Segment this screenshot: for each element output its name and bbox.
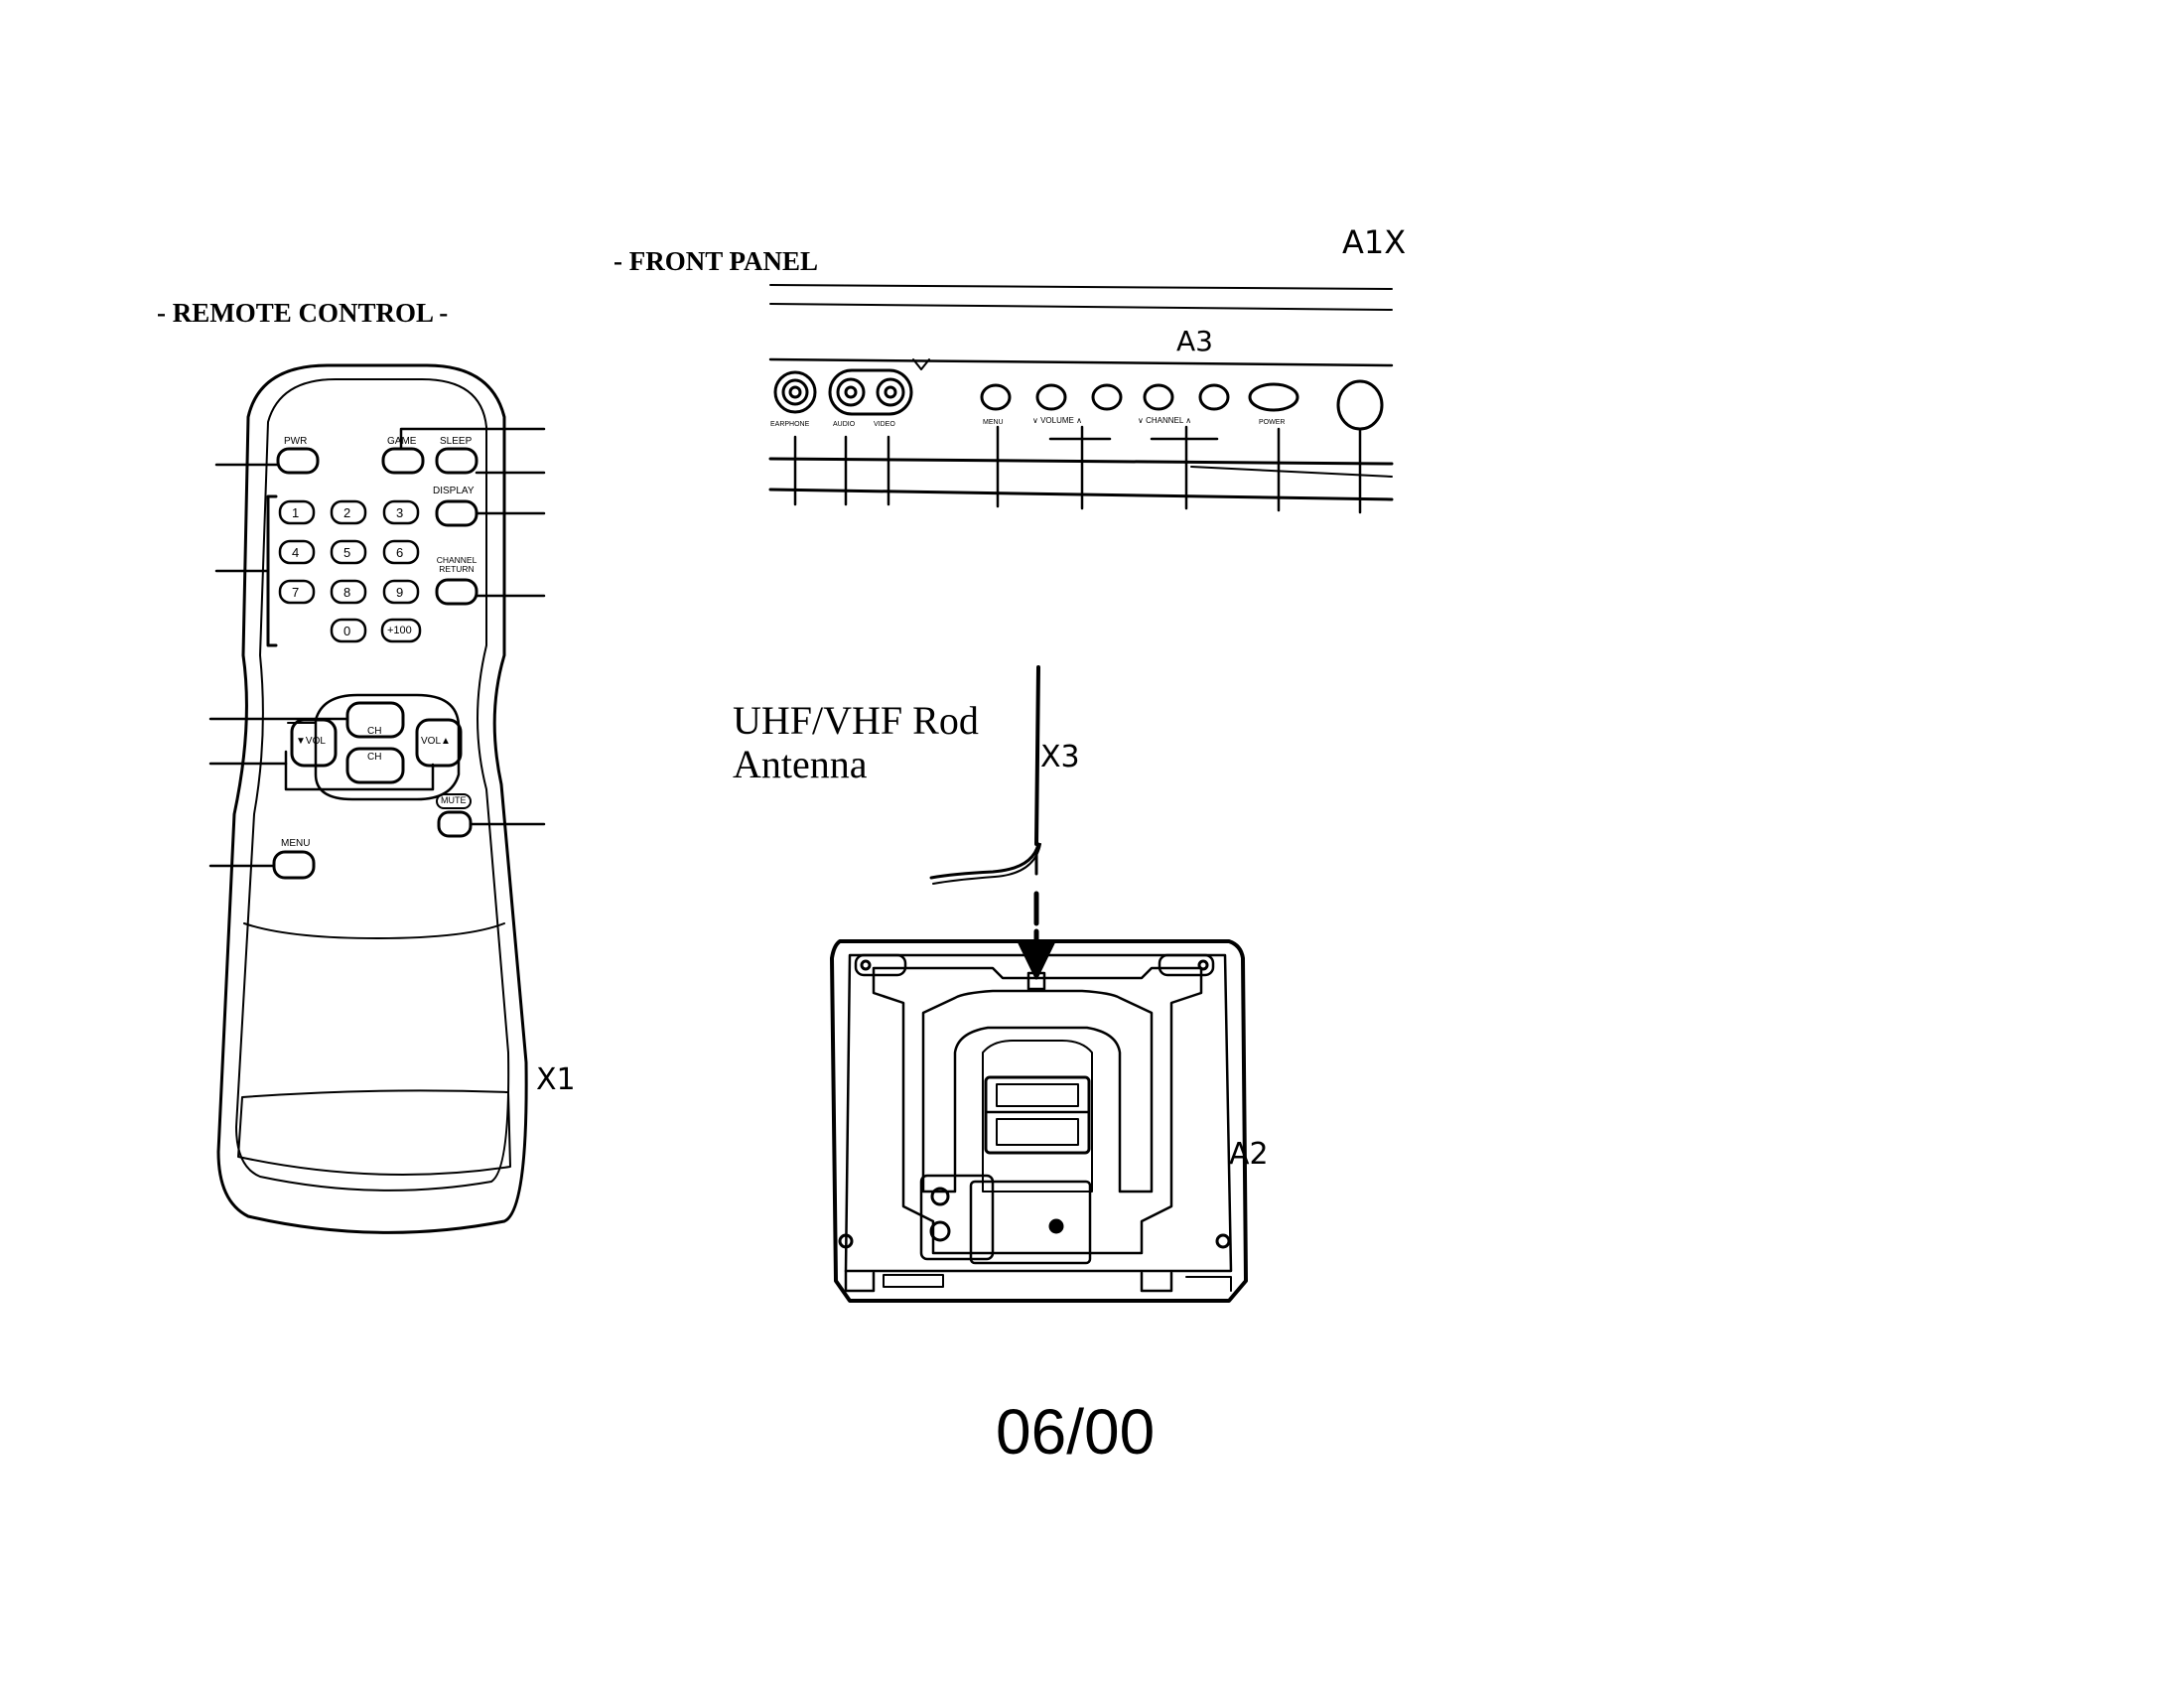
remote-callout-lines bbox=[208, 427, 546, 868]
part-label-a2: A2 bbox=[1229, 1137, 1269, 1172]
key-7-label: 7 bbox=[292, 585, 300, 600]
back-cabinet-drawing bbox=[830, 939, 1248, 1303]
part-label-a1x: A1X bbox=[1342, 223, 1407, 261]
key-8-label: 8 bbox=[343, 585, 351, 600]
part-label-a3: A3 bbox=[1176, 325, 1213, 357]
numeric-keypad bbox=[278, 499, 422, 643]
channel-return-button-label: CHANNEL RETURN bbox=[436, 555, 478, 574]
key-plus100-label: +100 bbox=[387, 625, 412, 636]
game-button-label: GAME bbox=[387, 436, 417, 447]
vol-up-button-label: VOL▲ bbox=[421, 736, 451, 747]
front-channel-label: ∨ CHANNEL ∧ bbox=[1138, 416, 1192, 425]
key-9-label: 9 bbox=[396, 585, 404, 600]
front-power-label: POWER bbox=[1259, 419, 1286, 426]
key-6-label: 6 bbox=[396, 545, 404, 560]
ch-up-button-label: CH bbox=[367, 726, 382, 737]
video-jack-label: VIDEO bbox=[874, 421, 895, 428]
key-0-label: 0 bbox=[343, 624, 351, 638]
key-2-label: 2 bbox=[343, 505, 351, 520]
front-panel-title: - FRONT PANEL bbox=[614, 246, 819, 276]
front-volume-label: ∨ VOLUME ∧ bbox=[1032, 416, 1082, 425]
vol-down-button-label: ▼VOL bbox=[296, 736, 326, 747]
pwr-button-label: PWR bbox=[284, 436, 308, 447]
part-label-x1: X1 bbox=[536, 1062, 576, 1097]
antenna-label-line1: UHF/VHF Rod bbox=[733, 698, 979, 743]
front-panel-drawing bbox=[768, 284, 1394, 514]
front-menu-label: MENU bbox=[983, 419, 1004, 426]
menu-button-label: MENU bbox=[281, 838, 311, 849]
part-label-x3: X3 bbox=[1040, 740, 1080, 774]
mute-button-label: MUTE bbox=[441, 795, 467, 805]
remote-control-title: - REMOTE CONTROL - bbox=[157, 298, 449, 328]
front-panel-callout-lines bbox=[793, 425, 1362, 514]
ch-down-button-label: CH bbox=[367, 752, 382, 763]
remote-control-drawing bbox=[208, 363, 546, 1234]
key-1-label: 1 bbox=[292, 505, 300, 520]
audio-jack-label: AUDIO bbox=[833, 421, 856, 428]
key-3-label: 3 bbox=[396, 505, 404, 520]
sleep-button-label: SLEEP bbox=[440, 436, 473, 447]
earphone-jack-label: EARPHONE bbox=[770, 421, 810, 428]
key-4-label: 4 bbox=[292, 545, 300, 560]
antenna-label-line2: Antenna bbox=[733, 742, 868, 786]
display-button-label: DISPLAY bbox=[433, 486, 475, 496]
key-5-label: 5 bbox=[343, 545, 351, 560]
footer-date: 06/00 bbox=[996, 1396, 1156, 1468]
